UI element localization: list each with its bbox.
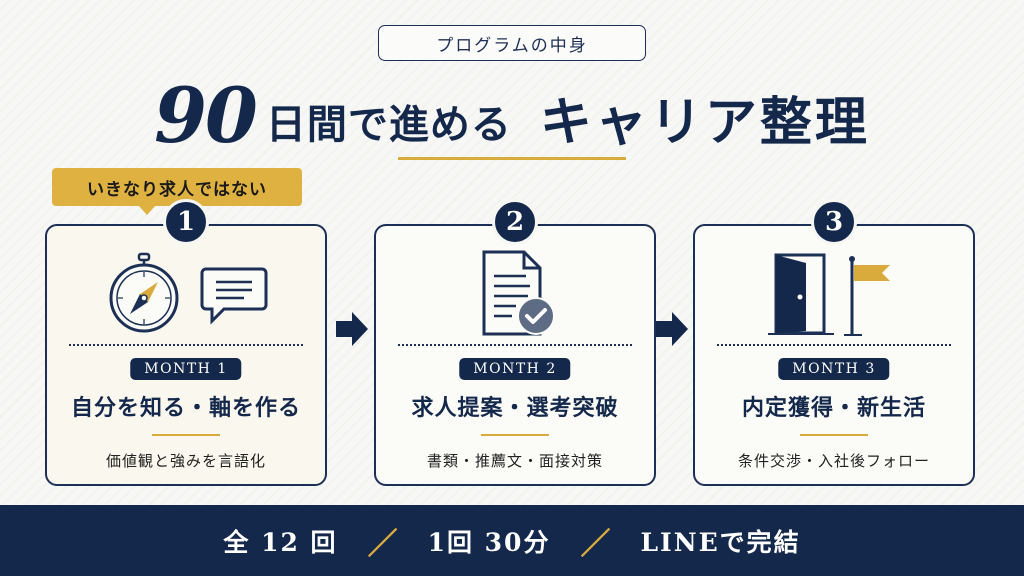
footer-line: LINEで完結 — [640, 527, 801, 557]
step-title: 求人提案・選考突破 — [411, 395, 619, 421]
footer-separator: ／ — [367, 526, 398, 562]
step-subtitle: 書類・推薦文・面接対策 — [426, 452, 603, 470]
footer-bar: 全 12 回 ／ 1回 30分 ／ LINEで完結 — [0, 505, 1024, 576]
arrow-right-icon — [336, 312, 368, 346]
step-number-3: 3 — [811, 199, 857, 245]
header-tag: プログラムの中身 — [378, 25, 646, 61]
step-number-1: 1 — [163, 199, 209, 245]
flag-icon — [844, 256, 890, 336]
step-underline — [800, 434, 868, 436]
dotted-divider — [69, 344, 303, 346]
page-title: 90 日間で進める キャリア整理 — [0, 70, 1024, 160]
compass-icon — [109, 252, 179, 333]
step-title: 自分を知る・軸を作る — [70, 395, 301, 421]
step-2-icons — [376, 244, 654, 344]
step-subtitle: 価値観と強みを言語化 — [105, 452, 266, 470]
month-badge: MONTH 2 — [459, 358, 571, 380]
document-check-icon — [482, 250, 555, 336]
step-card-2: MONTH 2 求人提案・選考突破 書類・推薦文・面接対策 — [374, 224, 656, 486]
step-underline — [152, 434, 220, 436]
step-title: 内定獲得・新生活 — [741, 395, 926, 421]
month-badge: MONTH 1 — [130, 358, 242, 380]
dotted-divider — [717, 344, 951, 346]
step-number-2: 2 — [492, 199, 538, 245]
open-door-icon — [768, 253, 834, 335]
title-underline — [398, 157, 626, 160]
speech-bubble-icon — [200, 267, 268, 325]
step-3-icons — [695, 244, 973, 344]
month-badge: MONTH 3 — [778, 358, 890, 380]
dotted-divider — [398, 344, 632, 346]
title-main: キャリア整理 — [539, 91, 870, 153]
step-card-1: MONTH 1 自分を知る・軸を作る 価値観と強みを言語化 — [45, 224, 327, 486]
title-number: 90 — [154, 70, 258, 160]
title-middle: 日間で進める — [265, 101, 512, 148]
callout-tail — [138, 205, 156, 215]
step-underline — [481, 434, 549, 436]
arrow-right-icon — [656, 312, 688, 346]
footer-duration: 1回 30分 — [427, 527, 551, 557]
footer-separator: ／ — [580, 526, 611, 562]
step-1-icons — [47, 244, 325, 344]
step-subtitle: 条件交渉・入社後フォロー — [737, 452, 930, 470]
footer-sessions: 全 12 回 — [223, 527, 338, 557]
step-card-3: MONTH 3 内定獲得・新生活 条件交渉・入社後フォロー — [693, 224, 975, 486]
